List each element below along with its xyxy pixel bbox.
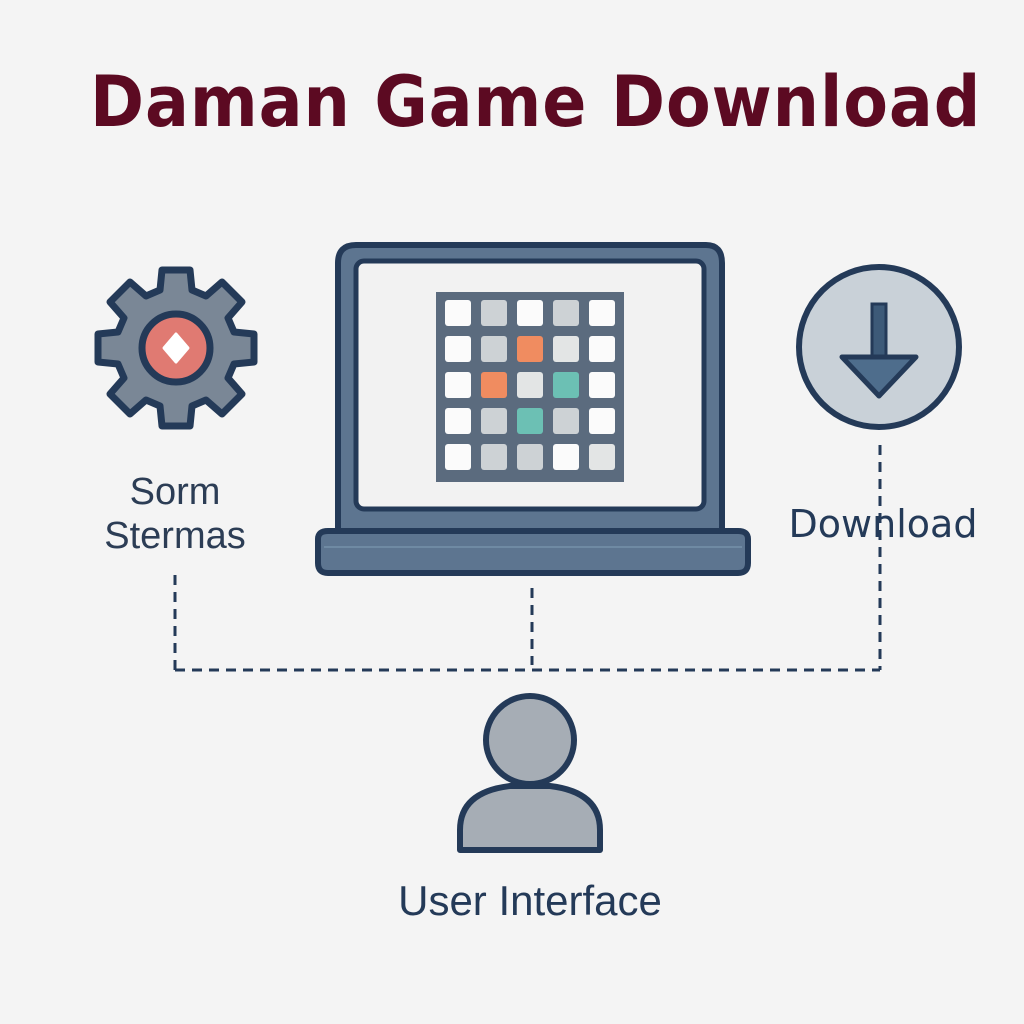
settings-label: Sorm Stermas bbox=[80, 470, 270, 558]
board-cell bbox=[517, 336, 543, 362]
board-cell bbox=[445, 336, 471, 362]
board-cell bbox=[589, 444, 615, 470]
user-icon bbox=[457, 693, 603, 853]
board-cell bbox=[481, 336, 507, 362]
board-cell bbox=[553, 372, 579, 398]
board-cell bbox=[517, 408, 543, 434]
board-cell bbox=[589, 408, 615, 434]
board-cell bbox=[553, 300, 579, 326]
board-cell bbox=[589, 372, 615, 398]
board-cell bbox=[589, 300, 615, 326]
board-cell bbox=[445, 408, 471, 434]
gear-icon bbox=[94, 266, 258, 430]
user-interface-label: User Interface bbox=[398, 877, 662, 924]
board-cell bbox=[517, 300, 543, 326]
board-cell bbox=[481, 300, 507, 326]
settings-label-line1: Sorm bbox=[129, 471, 221, 513]
board-cell bbox=[481, 372, 507, 398]
board-cell bbox=[553, 408, 579, 434]
board-cell bbox=[553, 444, 579, 470]
game-board bbox=[436, 292, 624, 482]
board-cell bbox=[481, 408, 507, 434]
board-cell bbox=[517, 444, 543, 470]
download-arrow-icon[interactable] bbox=[792, 262, 966, 432]
board-cell bbox=[445, 372, 471, 398]
download-label: Download bbox=[788, 502, 978, 546]
board-cell bbox=[517, 372, 543, 398]
board-cell bbox=[445, 300, 471, 326]
board-cell bbox=[553, 336, 579, 362]
board-cell bbox=[481, 444, 507, 470]
settings-label-line2: Stermas bbox=[104, 515, 246, 557]
board-cell bbox=[445, 444, 471, 470]
page-title: Daman Game Download bbox=[90, 61, 982, 143]
board-cell bbox=[589, 336, 615, 362]
